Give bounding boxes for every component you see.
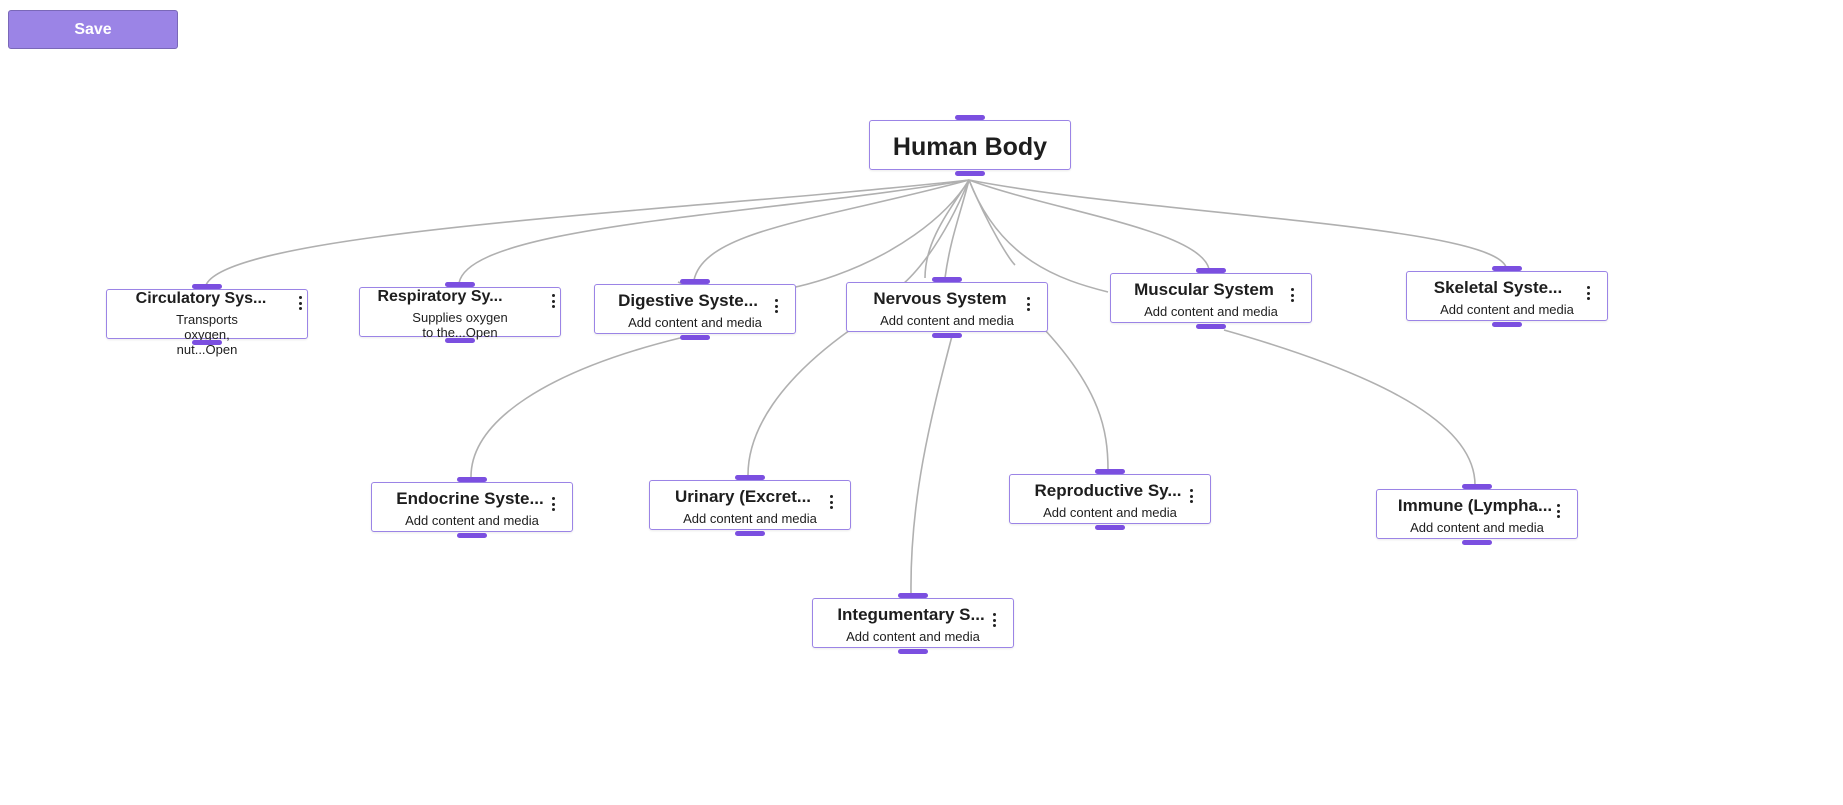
- more-options-icon[interactable]: [769, 297, 783, 315]
- connection-handle[interactable]: [932, 333, 962, 338]
- more-options-icon[interactable]: [1285, 286, 1299, 304]
- node-description: Add content and media: [628, 315, 762, 330]
- more-options-icon[interactable]: [987, 611, 1001, 629]
- node-description: Add content and media: [880, 313, 1014, 328]
- connection-handle[interactable]: [1196, 324, 1226, 329]
- connection-handle[interactable]: [1095, 525, 1125, 530]
- edge-nervous-reproductive: [1044, 329, 1109, 471]
- connection-handle[interactable]: [1095, 469, 1125, 474]
- connection-handle[interactable]: [955, 115, 985, 120]
- node-description: Add content and media: [1144, 304, 1278, 319]
- node-description: Add content and media: [846, 629, 980, 644]
- node-respiratory-system[interactable]: Respiratory Sy... Supplies oxygen to the…: [359, 287, 561, 340]
- connection-handle[interactable]: [192, 284, 222, 289]
- node-title: Reproductive Sy...: [1034, 481, 1182, 500]
- node-description: Add content and media: [405, 513, 539, 528]
- save-button[interactable]: Save: [8, 10, 178, 49]
- node-integumentary-system[interactable]: Integumentary S... Add content and media: [812, 598, 1014, 648]
- edge-root-respiratory: [458, 179, 970, 284]
- edge-root-circulatory: [205, 179, 970, 286]
- edge-root-immune: [968, 179, 1109, 293]
- node-title: Muscular System: [1134, 280, 1274, 299]
- more-options-icon[interactable]: [546, 292, 560, 310]
- node-title: Integumentary S...: [837, 605, 985, 624]
- connection-handle[interactable]: [457, 533, 487, 538]
- connection-handle[interactable]: [457, 477, 487, 482]
- edge-nervous-integumentary: [910, 335, 953, 594]
- root-node-human-body[interactable]: Human Body: [869, 120, 1071, 170]
- more-options-icon[interactable]: [293, 294, 307, 312]
- node-description: Transports oxygen, nut...Open: [176, 312, 238, 357]
- edge-nervous-urinary: [747, 329, 851, 476]
- connection-handle[interactable]: [735, 475, 765, 480]
- connection-handle[interactable]: [1492, 266, 1522, 271]
- connection-handle[interactable]: [1196, 268, 1226, 273]
- edge-root-nervous-b: [944, 179, 970, 279]
- more-options-icon[interactable]: [1184, 487, 1198, 505]
- edge-root-skeletal: [968, 179, 1507, 268]
- node-reproductive-system[interactable]: Reproductive Sy... Add content and media: [1009, 474, 1211, 524]
- connection-handle[interactable]: [1462, 540, 1492, 545]
- node-title: Digestive Syste...: [618, 291, 758, 310]
- connection-handle[interactable]: [898, 649, 928, 654]
- edge-muscular-immune: [1223, 329, 1476, 486]
- more-options-icon[interactable]: [824, 493, 838, 511]
- connection-handle[interactable]: [898, 593, 928, 598]
- connection-handle[interactable]: [1462, 484, 1492, 489]
- more-options-icon[interactable]: [546, 495, 560, 513]
- connection-handle[interactable]: [680, 335, 710, 340]
- connection-handle[interactable]: [932, 277, 962, 282]
- node-digestive-system[interactable]: Digestive Syste... Add content and media: [594, 284, 796, 334]
- node-nervous-system[interactable]: Nervous System Add content and media: [846, 282, 1048, 332]
- more-options-icon[interactable]: [1551, 502, 1565, 520]
- node-skeletal-system[interactable]: Skeletal Syste... Add content and media: [1406, 271, 1608, 321]
- node-title: Nervous System: [873, 289, 1007, 308]
- node-title: Endocrine Syste...: [396, 489, 544, 508]
- node-title: Respiratory Sy...: [377, 288, 503, 305]
- node-description: Add content and media: [683, 511, 817, 526]
- connection-handle[interactable]: [1492, 322, 1522, 327]
- node-description: Add content and media: [1440, 302, 1574, 317]
- node-immune-system[interactable]: Immune (Lympha... Add content and media: [1376, 489, 1578, 539]
- edge-root-muscular: [968, 179, 1210, 270]
- node-title: Immune (Lympha...: [1397, 496, 1553, 515]
- node-muscular-system[interactable]: Muscular System Add content and media: [1110, 273, 1312, 323]
- node-endocrine-system[interactable]: Endocrine Syste... Add content and media: [371, 482, 573, 532]
- edge-root-digestive: [693, 179, 970, 281]
- connection-handle[interactable]: [445, 282, 475, 287]
- node-title: Skeletal Syste...: [1433, 278, 1563, 297]
- edge-digestive-endocrine: [470, 337, 681, 479]
- node-urinary-system[interactable]: Urinary (Excret... Add content and media: [649, 480, 851, 530]
- node-circulatory-system[interactable]: Circulatory Sys... Transports oxygen, nu…: [106, 289, 308, 357]
- node-description: Add content and media: [1410, 520, 1544, 535]
- more-options-icon[interactable]: [1021, 295, 1035, 313]
- connection-handle[interactable]: [735, 531, 765, 536]
- node-title: Urinary (Excret...: [674, 487, 812, 506]
- more-options-icon[interactable]: [1581, 284, 1595, 302]
- connection-handle[interactable]: [192, 340, 222, 345]
- node-description: Supplies oxygen to the...Open: [412, 310, 508, 340]
- connection-handle[interactable]: [955, 171, 985, 176]
- node-title: Circulatory Sys...: [135, 290, 267, 307]
- node-title: Human Body: [892, 133, 1048, 161]
- node-description: Add content and media: [1043, 505, 1177, 520]
- connection-handle[interactable]: [680, 279, 710, 284]
- connection-handle[interactable]: [445, 338, 475, 343]
